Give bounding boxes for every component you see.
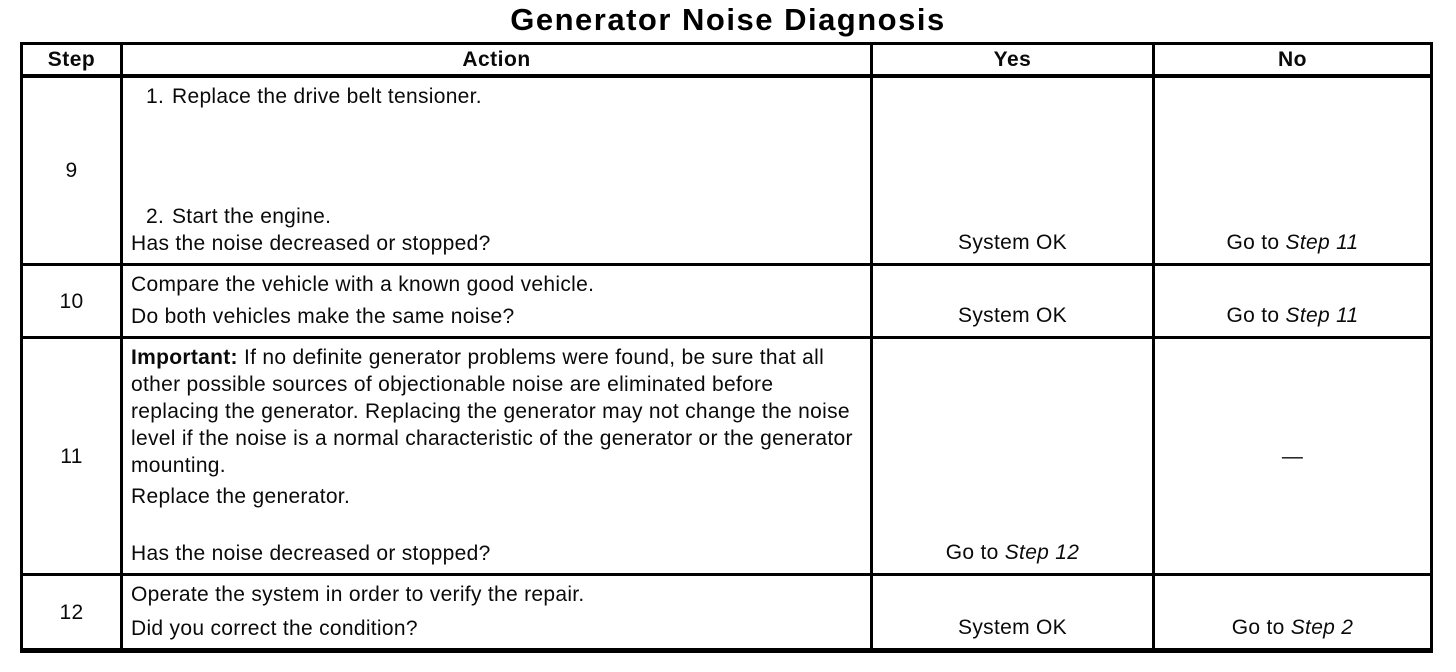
step-cell-9: 9 [23, 78, 123, 266]
action-cell-11: Important: If no definite generator prob… [123, 339, 873, 576]
important-text: If no definite generator problems were f… [131, 346, 853, 477]
no-cell-9: Go to Step 11 [1155, 78, 1430, 266]
action-item-2: 2. Start the engine. [131, 203, 331, 230]
goto-prefix: Go to [945, 541, 999, 564]
goto-text: Go to Step 11 [1227, 302, 1359, 329]
action-item-number: 2. [146, 205, 165, 228]
step-cell-10: 10 [23, 266, 123, 339]
step-cell-12: 12 [23, 576, 123, 648]
action-question: Has the noise decreased or stopped? [131, 542, 491, 565]
action-question: Do both vehicles make the same noise? [131, 305, 515, 328]
goto-text: Go to Step 12 [946, 539, 1080, 566]
action-line: Compare the vehicle with a known good ve… [131, 273, 595, 296]
action-line: Replace the generator. [131, 485, 351, 508]
action-item-text: Replace the drive belt tensioner. [172, 85, 482, 108]
goto-prefix: Go to [1226, 231, 1280, 254]
no-cell-10: Go to Step 11 [1155, 266, 1430, 339]
goto-prefix: Go to [1226, 304, 1280, 327]
goto-text: Go to Step 11 [1227, 229, 1359, 256]
em-dash: — [1281, 444, 1304, 468]
goto-step-ref: Step 11 [1285, 304, 1359, 327]
action-line: Operate the system in order to verify th… [131, 583, 585, 606]
no-cell-11: — [1155, 339, 1430, 576]
page-title: Generator Noise Diagnosis [510, 2, 946, 37]
goto-prefix: Go to [1231, 616, 1285, 639]
col-header-step: Step [23, 45, 123, 78]
yes-cell-11: Go to Step 12 [873, 339, 1155, 576]
goto-step-ref: Step 11 [1285, 231, 1359, 254]
yes-cell-12: System OK [873, 576, 1155, 648]
col-header-no: No [1155, 45, 1430, 78]
action-item-1: 1. Replace the drive belt tensioner. [131, 83, 482, 110]
action-question: Did you correct the condition? [131, 617, 418, 640]
goto-text: Go to Step 2 [1232, 614, 1354, 641]
action-item-text: Start the engine. [172, 205, 332, 228]
goto-step-ref: Step 2 [1290, 616, 1354, 639]
goto-step-ref: Step 12 [1004, 541, 1080, 564]
action-question: Has the noise decreased or stopped? [131, 232, 491, 255]
step-cell-11: 11 [23, 339, 123, 576]
important-note: Important: If no definite generator prob… [131, 344, 862, 479]
action-cell-9: 1. Replace the drive belt tensioner. 2. … [123, 78, 873, 266]
action-cell-12: Operate the system in order to verify th… [123, 576, 873, 648]
diagnosis-table: Step Action Yes No 9 1. Replace the driv… [20, 42, 1433, 653]
important-label: Important: [131, 346, 238, 369]
action-cell-10: Compare the vehicle with a known good ve… [123, 266, 873, 339]
col-header-action: Action [123, 45, 873, 78]
yes-cell-9: System OK [873, 78, 1155, 266]
yes-cell-10: System OK [873, 266, 1155, 339]
col-header-yes: Yes [873, 45, 1155, 78]
no-cell-12: Go to Step 2 [1155, 576, 1430, 648]
action-item-number: 1. [146, 85, 165, 108]
